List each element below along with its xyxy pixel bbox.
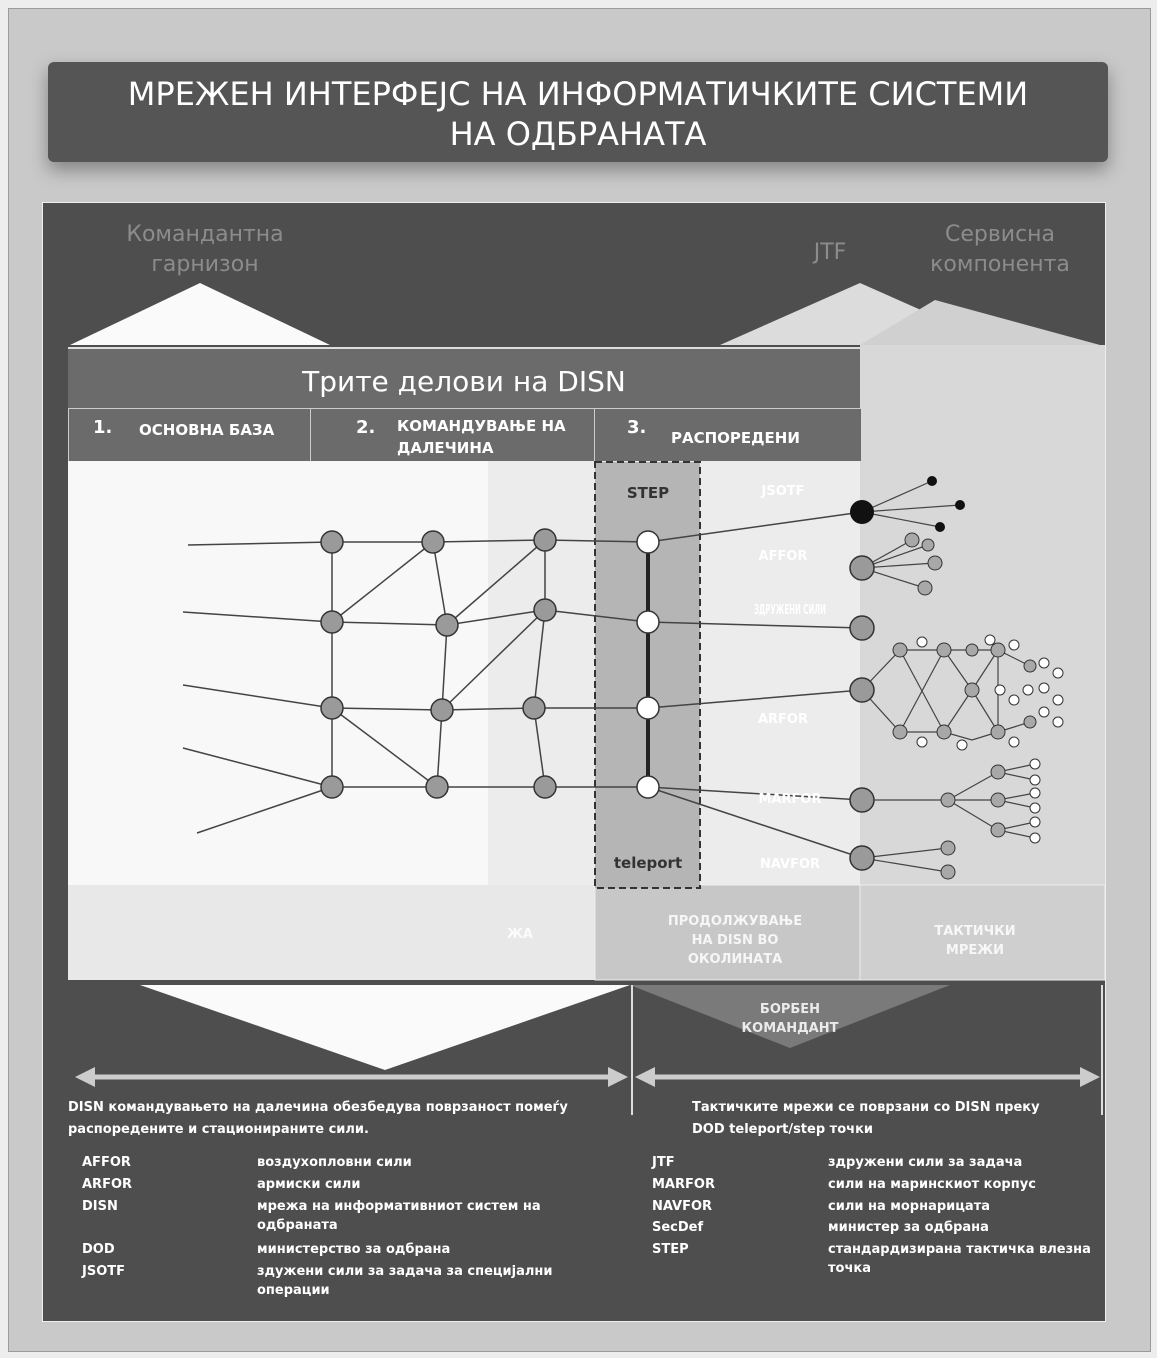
network-nodes xyxy=(320,528,557,799)
heading-jtf: JTF xyxy=(813,240,847,265)
glossary-term: JTF xyxy=(652,1155,675,1170)
glossary-term: ARFOR xyxy=(82,1177,133,1192)
bottom-label-extension: ПРОДОЛЖУВАЊЕ НА DISN ВО ОКОЛИНАТА xyxy=(667,914,803,967)
column-label: ОСНОВНА БАЗА xyxy=(139,421,275,439)
glossary-definition: здужени сили за задача за специјални опе… xyxy=(257,1264,553,1298)
jsotf-leaf-nodes xyxy=(927,476,965,532)
step-label: STEP xyxy=(627,484,669,502)
left-arrow-head-right xyxy=(608,1067,628,1087)
column-header-base: 1. ОСНОВНА БАЗА xyxy=(68,408,311,461)
tactical-bottom-area xyxy=(859,884,1106,981)
force-label-joint: ЗДРУЖЕНИ СИЛИ xyxy=(754,603,826,618)
service-column-bg xyxy=(860,345,1105,980)
right-arrow-head-left xyxy=(635,1067,655,1087)
force-label-arfor: ARFOR xyxy=(758,712,808,727)
glossary-term: AFFOR xyxy=(82,1155,131,1170)
force-label-affor: AFFOR xyxy=(759,549,808,564)
column-header-deployed: 3. РАСПОРЕДЕНИ xyxy=(594,408,861,461)
jsotf-node xyxy=(850,500,874,524)
glossary-definition: армиски сили xyxy=(257,1177,361,1192)
page-title: МРЕЖЕН ИНТЕРФЕЈС НА ИНФОРМАТИЧКИТЕ СИСТЕ… xyxy=(48,74,1108,154)
glossary-definition: воздухопловни сили xyxy=(257,1155,412,1170)
diagram-title: Трите делови на DISN xyxy=(68,347,860,409)
glossary-definition: министерство за одбрана xyxy=(257,1242,451,1257)
force-label-navfor: NAVFOR xyxy=(760,857,820,872)
title-line-1: МРЕЖЕН ИНТЕРФЕЈС НА ИНФОРМАТИЧКИТЕ СИСТЕ… xyxy=(127,75,1029,113)
glossary-definition: министер за одбрана xyxy=(828,1220,989,1235)
force-label-marfor: MARFOR xyxy=(759,792,822,807)
bottom-label-tactical: ТАКТИЧКИ МРЕЖИ xyxy=(934,924,1016,958)
force-label-jsotf: JSOTF xyxy=(761,484,805,499)
left-arrow-head-left xyxy=(75,1067,95,1087)
small-white-nodes xyxy=(916,634,1064,844)
heading-service: Сервисна компонента xyxy=(930,222,1070,277)
glossary-definition: мрежа на информативниот систем на одбран… xyxy=(257,1199,541,1233)
glossary-definition: здружени сили за задача xyxy=(828,1155,1023,1170)
tactical-links xyxy=(861,480,1036,873)
title-bar xyxy=(48,62,1108,162)
commandant-bottom-triangle xyxy=(140,985,630,1070)
bottom-label-combat: БОРБЕН КОМАНДАНТ xyxy=(741,1002,839,1036)
remote-bottom-area xyxy=(68,885,595,980)
glossary-definition: стандардизирана тактичка влезна точка xyxy=(828,1242,1091,1276)
base-area xyxy=(68,460,488,885)
column-number: 1. xyxy=(93,417,113,438)
column-label: РАСПОРЕДЕНИ xyxy=(671,429,800,447)
teleport-label: teleport xyxy=(614,854,682,872)
title-line-2: НА ОДБРАНАТА xyxy=(449,115,707,153)
combat-bottom-triangle xyxy=(630,985,950,1048)
glossary-term: MARFOR xyxy=(652,1177,715,1192)
glossary-term: DOD xyxy=(82,1242,115,1257)
right-arrow-head-right xyxy=(1080,1067,1100,1087)
description-right: Тактичките мрежи се поврзани со DISN пре… xyxy=(692,1100,1040,1137)
column-label: КОМАНДУВАЊЕ НА ДАЛЕЧИНА xyxy=(397,417,566,457)
glossary-term: NAVFOR xyxy=(652,1199,713,1214)
glossary-term: SecDef xyxy=(652,1220,704,1235)
step-nodes xyxy=(636,530,660,799)
column-header-remote: 2. КОМАНДУВАЊЕ НА ДАЛЕЧИНА xyxy=(310,408,595,461)
service-top-triangle xyxy=(860,300,1100,345)
column-number: 2. xyxy=(356,417,376,438)
description-left: DISN командувањето на далечина обезбедув… xyxy=(68,1100,568,1137)
tactical-leaf-nodes xyxy=(892,532,1037,880)
force-nodes xyxy=(849,555,875,871)
glossary-term: JSOTF xyxy=(82,1264,125,1279)
bottom-label-remote: ЖА xyxy=(507,927,533,942)
heading-commandant: Командантна гарнизон xyxy=(126,222,284,277)
glossary-definition: сили на маринскиот корпус xyxy=(828,1177,1036,1192)
glossary-term: STEP xyxy=(652,1242,689,1257)
column-number: 3. xyxy=(627,417,647,438)
extension-bottom-area xyxy=(594,884,861,981)
glossary-term: DISN xyxy=(82,1199,118,1214)
commandant-top-triangle xyxy=(70,283,330,345)
network-links xyxy=(182,511,863,859)
glossary-definition: сили на морнарицата xyxy=(828,1199,990,1214)
